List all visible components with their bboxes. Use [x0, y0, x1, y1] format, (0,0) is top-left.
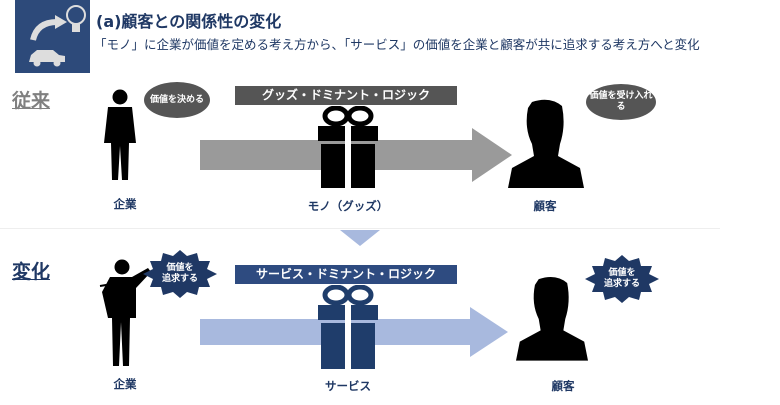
after-label: 変化	[12, 261, 51, 283]
company-label-after: 企業	[113, 377, 137, 391]
header-icon	[15, 0, 90, 73]
customer-label: 顧客	[533, 199, 557, 213]
service-dominant-logic-bar: サービス・ドミナント・ロジック	[235, 265, 457, 284]
divider	[0, 228, 720, 229]
customer-starburst	[585, 255, 659, 303]
gift-box-icon	[318, 106, 378, 188]
customer-bubble: 価値を受け入れる	[586, 84, 656, 120]
before-label: 従来	[12, 90, 51, 112]
businessman-icon	[104, 89, 136, 180]
presenting-businessman-icon	[99, 259, 151, 366]
customer-icon-after	[516, 277, 588, 361]
company-bubble-after: 価値を 追求する	[161, 263, 198, 284]
goods-dominant-logic-bar: グッズ・ドミナント・ロジック	[235, 86, 457, 105]
service-gift-box-icon	[318, 285, 378, 369]
customer-bubble-after: 価値を 追求する	[603, 268, 640, 289]
company-label: 企業	[113, 197, 137, 211]
page-subtitle: 「モノ」に企業が価値を定める考え方から、「サービス」の価値を企業と顧客が共に追求…	[94, 37, 700, 52]
customer-icon	[508, 99, 584, 188]
customer-label-after: 顧客	[551, 379, 575, 393]
company-starburst	[143, 250, 217, 298]
page-title: (a)顧客との関係性の変化	[96, 12, 282, 31]
down-triangle-icon	[340, 230, 380, 246]
product-label: モノ（グッズ）	[307, 199, 389, 213]
service-label: サービス	[325, 379, 371, 393]
company-bubble: 価値を決める	[144, 82, 210, 118]
